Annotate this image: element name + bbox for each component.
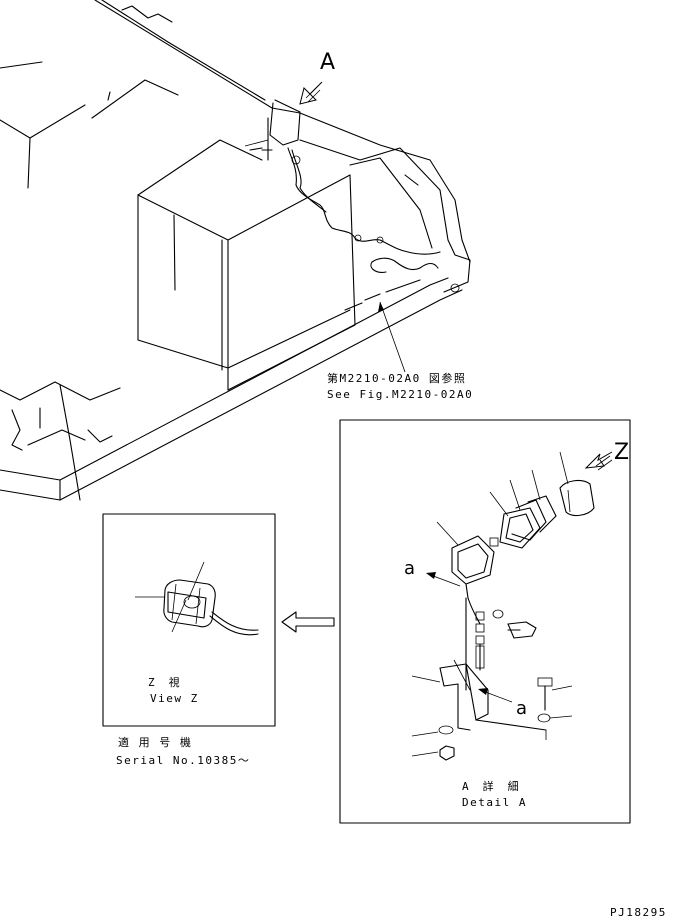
view-z-frame [102,513,276,727]
view-a-arrow [299,81,323,105]
detail-a-caption-en: Detail A [462,796,527,809]
view-z-caption-jp: Z 視 [148,676,182,689]
serial-label-jp: 適 用 号 機 [118,736,193,749]
view-a-callout: A [320,50,336,75]
section-a-callout-1: a [404,558,416,579]
detail-a-frame [339,419,631,824]
serial-number: Serial No.10385～ [116,754,251,767]
reference-note-jp: 第M2210-02A0 図参照 [327,372,467,385]
view-z-arrow [584,451,613,471]
drawing-code: PJ18295 [610,906,667,919]
view-z-callout: Z [614,440,630,465]
machine-upper-structure [0,0,471,501]
view-z-lamp [135,561,259,636]
reference-note-en: See Fig.M2210-02A0 [327,388,474,401]
section-a-callout-2: a [516,698,528,719]
detail-a-lamp-assembly [411,451,595,761]
panel-link-arrow [281,611,335,633]
detail-a-caption-jp: A 詳 細 [462,780,521,793]
view-z-caption-en: View Z [150,692,199,705]
